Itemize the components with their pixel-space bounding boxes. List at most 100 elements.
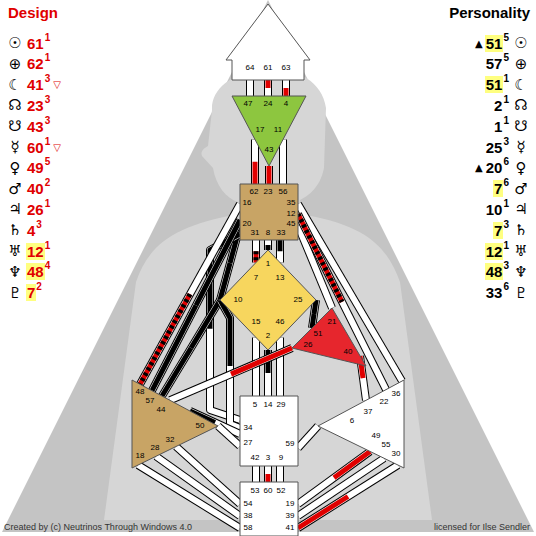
line-number: 1 (503, 115, 510, 126)
gate-number: 33 (277, 229, 286, 237)
center-outline (318, 380, 404, 468)
channel-outline (220, 300, 240, 428)
center-outline (132, 380, 218, 468)
channel-outline (282, 80, 290, 96)
gate-activation: 23 (26, 97, 45, 114)
channel-body (298, 465, 398, 528)
planet-symbol: ☉ (4, 34, 26, 52)
channel-body (247, 80, 253, 96)
channel-outline (276, 338, 284, 397)
gate-activation: 20 (485, 159, 504, 176)
exaltation-mark: ▲ (473, 162, 485, 173)
channel (280, 338, 281, 397)
gate-number: 40 (344, 348, 353, 356)
channel (280, 240, 281, 263)
gate-activation: 40 (26, 180, 45, 197)
gate-activation-fill (298, 497, 348, 529)
line-number: 3 (45, 115, 52, 126)
gate-activation: 62 (26, 55, 45, 72)
channel-body (283, 80, 289, 96)
gate-number: 5 (253, 401, 257, 409)
channel-outline (298, 204, 402, 381)
heart-center: 21512640 (290, 306, 368, 368)
gate-activation: 61 (26, 35, 45, 52)
activation-row: ☾413▽ (4, 75, 63, 95)
gate-activation: 7 (493, 180, 503, 197)
channel-outline (264, 240, 272, 250)
channel-outline (298, 426, 318, 448)
planet-symbol: ♀ (4, 159, 26, 177)
planet-symbol: ♂ (4, 180, 26, 198)
gate-number: 57 (146, 397, 155, 405)
activation-row: 575⊕ (485, 54, 532, 74)
activation-row: ☉611 (4, 33, 51, 53)
gate-number: 34 (244, 424, 253, 432)
activation-row: ♂402 (4, 179, 51, 199)
gate-number: 61 (264, 64, 273, 72)
channel (268, 80, 269, 96)
gate-number: 49 (372, 432, 381, 440)
ajna-center: 47244171143 (232, 96, 306, 166)
gate-number: 1 (266, 260, 270, 268)
gate-number: 4 (284, 100, 288, 108)
gate-activation: 43 (26, 118, 45, 135)
activation-row: ♄43 (4, 220, 43, 240)
planet-symbol: ♇ (510, 284, 532, 302)
gate-activation: 12 (485, 243, 504, 260)
channel (250, 80, 251, 96)
gate-number: 16 (243, 199, 252, 207)
activation-row: 121♅ (485, 241, 532, 261)
gate-activation: 1 (493, 118, 503, 135)
channel-body (265, 80, 271, 96)
planet-symbol: ☉ (510, 34, 532, 52)
exaltation-mark: ▲ (473, 38, 485, 49)
planet-symbol: ☋ (510, 117, 532, 135)
channel-outline (138, 465, 240, 528)
gate-number: 45 (287, 220, 296, 228)
gate-number: 6 (350, 417, 354, 425)
activation-row: 336♇ (485, 283, 532, 303)
gate-number: 31 (251, 229, 260, 237)
center-outline (240, 482, 298, 536)
gate-activation: 7 (493, 222, 503, 239)
gate-activation: 2 (493, 97, 503, 114)
channel-outline (264, 466, 272, 482)
channel-body (277, 240, 283, 263)
line-number: 5 (503, 52, 510, 63)
planet-symbol: ♅ (510, 242, 532, 260)
line-number: 3 (45, 94, 52, 105)
gate-number: 59 (286, 440, 295, 448)
activation-row: ♇72 (4, 283, 43, 303)
channel-body (170, 348, 292, 400)
channel (255, 140, 256, 185)
line-number: 3 (503, 260, 510, 271)
channel (256, 240, 257, 263)
channel-body (265, 240, 271, 250)
gate-number: 9 (279, 454, 283, 462)
gate-activation-fill (284, 88, 289, 96)
activation-row: ▲515☉ (473, 33, 532, 53)
channel (170, 348, 292, 400)
channel-body (298, 426, 318, 448)
gate-activation-fill (266, 245, 271, 250)
planet-symbol: ♆ (510, 263, 532, 281)
center-shape (290, 306, 368, 368)
channel-body (277, 338, 283, 397)
gate-number: 8 (266, 229, 270, 237)
activation-row: ♃261 (4, 199, 51, 219)
channel-outline (279, 140, 287, 185)
gate-number: 18 (136, 452, 145, 460)
gate-number: 55 (382, 441, 391, 449)
gate-number: 44 (157, 406, 166, 414)
activation-row: ♅121 (4, 241, 51, 261)
line-number: 3 (45, 73, 52, 84)
activation-row: ⊕621 (4, 54, 51, 74)
gate-activation: 51 (485, 35, 504, 52)
planet-symbol: ♆ (4, 263, 26, 281)
gate-number: 36 (392, 390, 401, 398)
gate-activation: 33 (485, 284, 504, 301)
center-outline (232, 96, 306, 166)
planet-symbol: ♅ (4, 242, 26, 260)
